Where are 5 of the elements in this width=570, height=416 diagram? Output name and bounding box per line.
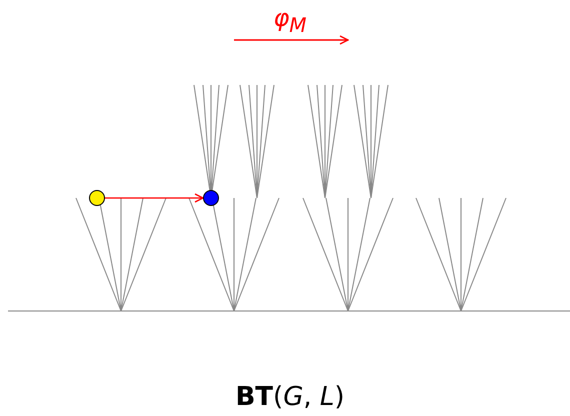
vertex-dot: [89, 190, 105, 206]
vertex-dot: [203, 190, 219, 206]
map-label: φ$_{M}$: [273, 4, 307, 37]
caption: BT(G, L): [235, 382, 345, 412]
arrow: [105, 193, 204, 203]
